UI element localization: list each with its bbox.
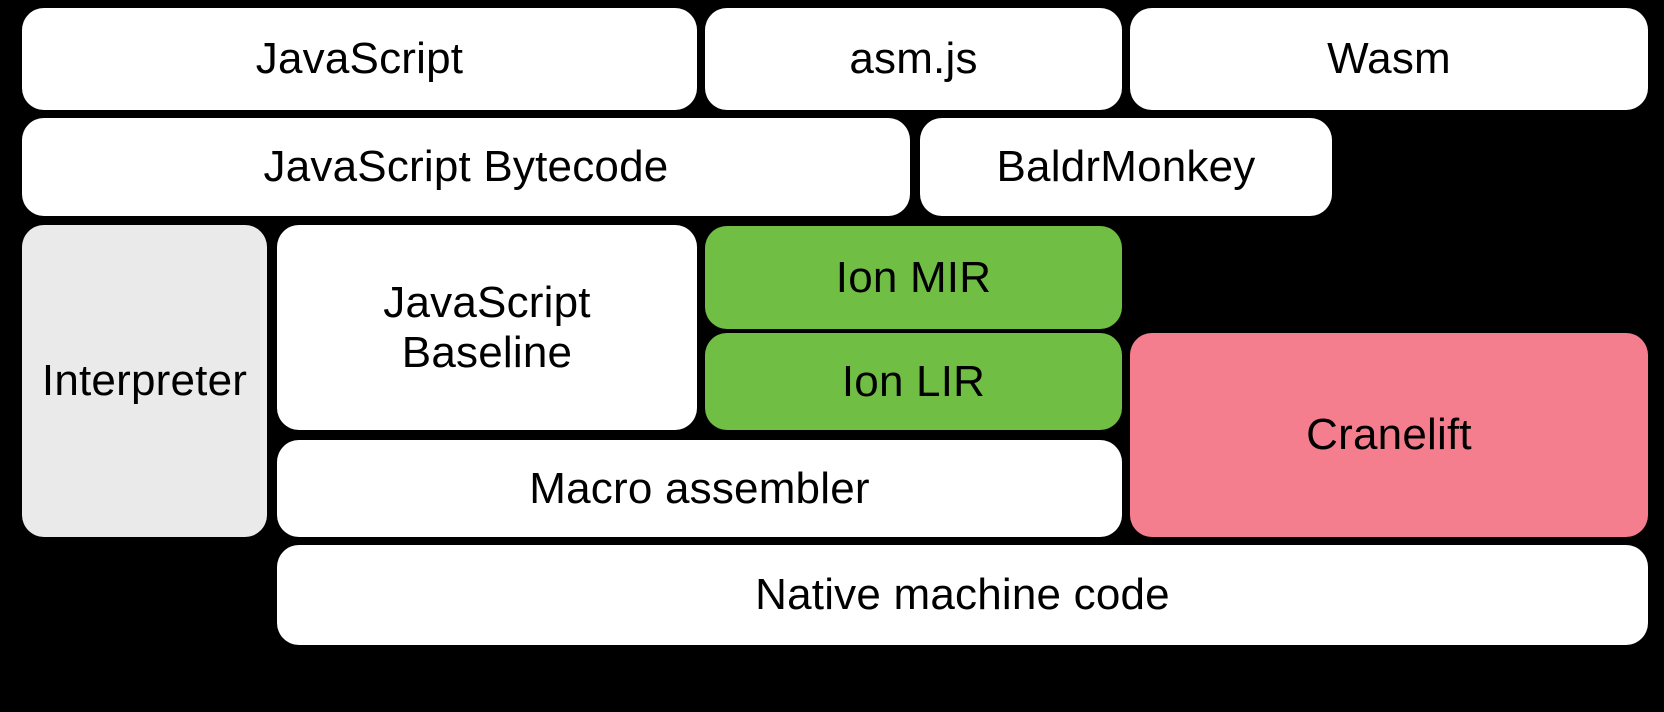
node-cranelift[interactable]: Cranelift [1130,333,1648,537]
node-wasm[interactable]: Wasm [1130,8,1648,110]
node-ion-lir[interactable]: Ion LIR [705,333,1122,430]
node-asmjs[interactable]: asm.js [705,8,1122,110]
node-baldrmonkey[interactable]: BaldrMonkey [920,118,1332,216]
node-javascript[interactable]: JavaScript [22,8,697,110]
node-ion-mir[interactable]: Ion MIR [705,226,1122,329]
node-javascript-bytecode[interactable]: JavaScript Bytecode [22,118,910,216]
node-javascript-baseline[interactable]: JavaScript Baseline [277,225,697,430]
node-native-machine-code[interactable]: Native machine code [277,545,1648,645]
node-macro-assembler[interactable]: Macro assembler [277,440,1122,537]
node-interpreter[interactable]: Interpreter [22,225,267,537]
